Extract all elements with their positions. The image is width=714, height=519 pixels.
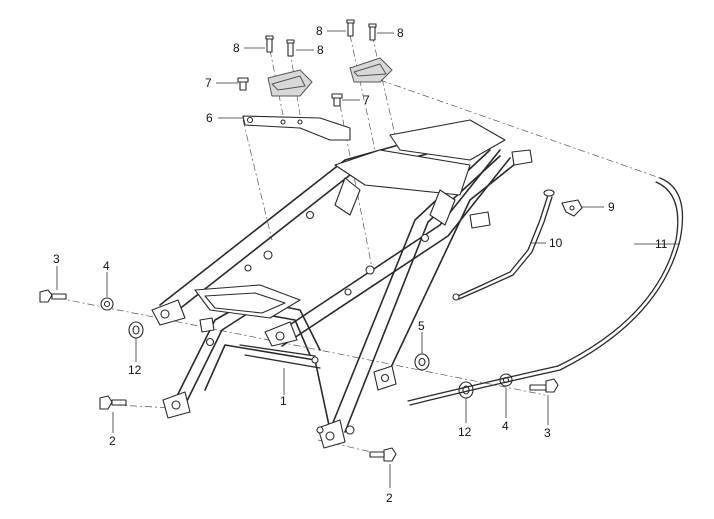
callout-4-right: 4 — [502, 419, 509, 433]
callout-9: 9 — [608, 200, 615, 214]
callout-2-bottom: 2 — [386, 491, 393, 505]
callout-12-right: 12 — [458, 425, 472, 439]
callout-6: 6 — [206, 111, 213, 125]
bolts-part-2 — [99, 395, 397, 462]
callout-7-right: 7 — [363, 93, 370, 107]
fastener-set-right — [414, 353, 559, 399]
release-rod-part-10 — [452, 189, 555, 301]
rubber-mount-blocks — [267, 57, 393, 97]
callout-11: 11 — [655, 237, 668, 251]
leader-lines — [56, 30, 680, 488]
callout-8-far-left: 8 — [233, 41, 240, 55]
bolts-part-8 — [265, 19, 377, 57]
callout-8-mid-left: 8 — [317, 43, 324, 57]
callout-1: 1 — [280, 394, 287, 408]
callout-10: 10 — [549, 236, 563, 250]
callout-2-left: 2 — [109, 434, 116, 448]
callout-5: 5 — [418, 319, 425, 333]
callout-7-left: 7 — [205, 76, 212, 90]
callout-3-left: 3 — [53, 252, 60, 266]
fastener-set-left — [39, 289, 144, 339]
callout-4-left: 4 — [103, 259, 110, 273]
cable-clip-part-9 — [561, 199, 583, 217]
seat-cable-part-11 — [407, 177, 684, 406]
callout-3-right: 3 — [544, 426, 551, 440]
bolts-part-7 — [237, 77, 343, 107]
top-bracket-part-6 — [242, 115, 351, 141]
rear-subframe — [151, 119, 533, 449]
assembly-centerlines — [57, 34, 661, 456]
callout-12-left: 12 — [128, 363, 142, 377]
callout-labels: 1 2 2 3 3 4 4 5 6 7 7 8 8 8 8 9 10 11 12… — [53, 24, 668, 505]
callout-8-far-right: 8 — [397, 26, 404, 40]
callout-8-mid-right: 8 — [316, 24, 323, 38]
